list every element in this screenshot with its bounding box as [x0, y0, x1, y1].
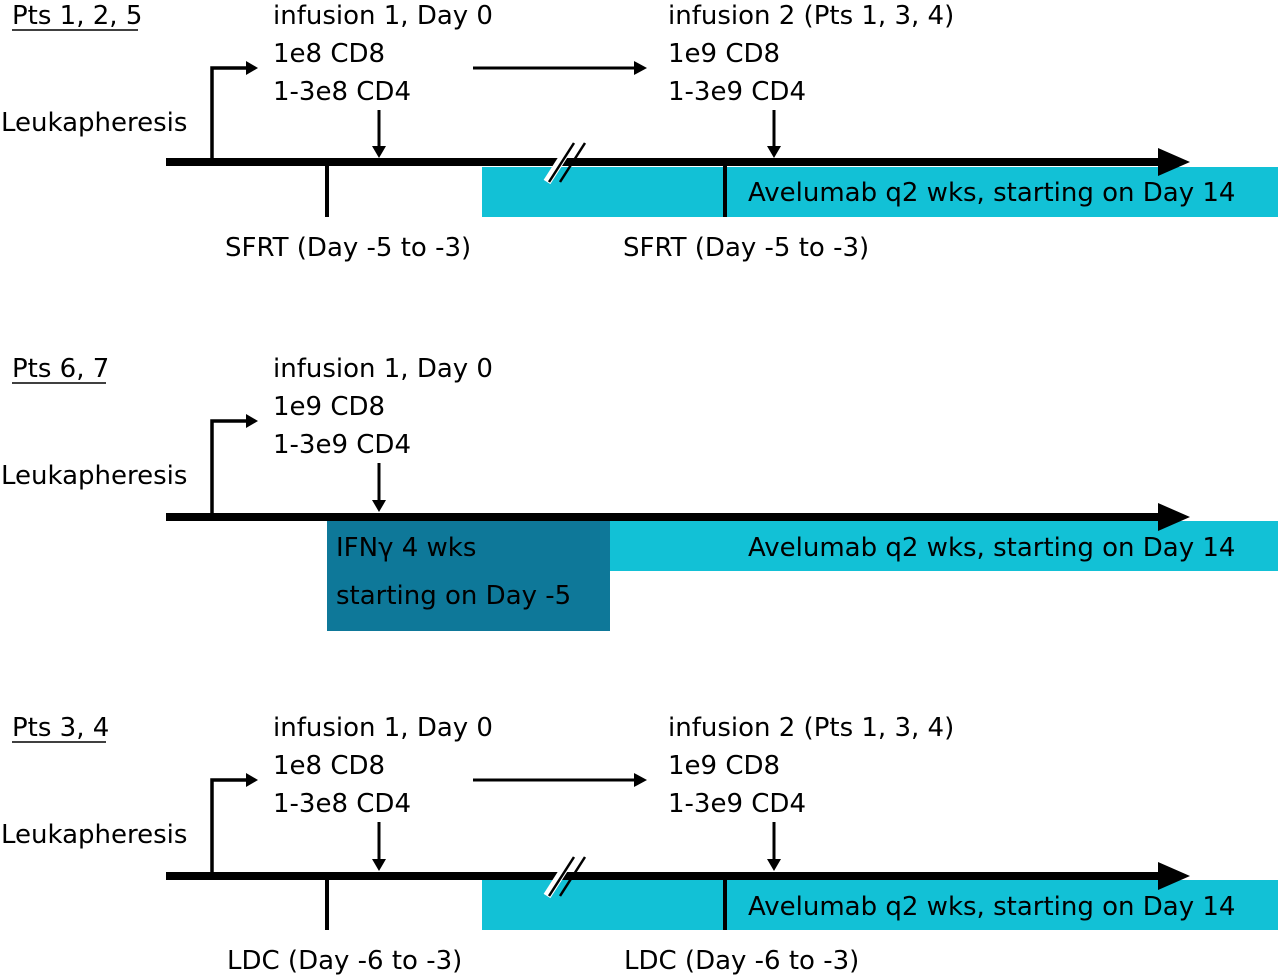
timeline-arrowhead [1158, 148, 1190, 176]
conditioning-1-label: LDC (Day -6 to -3) [227, 946, 462, 976]
infusion-2-cd8-dose: 1e9 CD8 [668, 39, 780, 69]
ifng-label-line-2: starting on Day -5 [336, 581, 571, 611]
avelumab-band [482, 880, 1278, 930]
panel-pts-1-2-5: Pts 1, 2, 5 Leukapheresis infusion 1, Da… [1, 1, 1278, 263]
timeline-arrowhead [1158, 503, 1190, 531]
conditioning-2-label: SFRT (Day -5 to -3) [623, 233, 869, 263]
infusion-2-cd8-dose: 1e9 CD8 [668, 751, 780, 781]
avelumab-label: Avelumab q2 wks, starting on Day 14 [748, 178, 1235, 208]
leukapheresis-arrowhead [246, 773, 258, 787]
infusion-1-cd8-dose: 1e9 CD8 [273, 392, 385, 422]
group-label: Pts 3, 4 [12, 713, 109, 743]
ifng-label-line-1: IFNγ 4 wks [336, 533, 476, 563]
avelumab-band [482, 167, 1278, 217]
leukapheresis-label: Leukapheresis [1, 461, 187, 491]
avelumab-label: Avelumab q2 wks, starting on Day 14 [748, 892, 1235, 922]
infusion-1-arrowhead [372, 859, 386, 871]
leukapheresis-label: Leukapheresis [1, 820, 187, 850]
double-slash-axis-break-icon [543, 140, 587, 185]
infusion-1-title: infusion 1, Day 0 [273, 713, 493, 743]
infusion-2-cd4-dose: 1-3e9 CD4 [668, 77, 806, 107]
panel-pts-3-4: Pts 3, 4 Leukapheresis infusion 1, Day 0… [1, 713, 1278, 976]
infusion-1-cd4-dose: 1-3e9 CD4 [273, 430, 411, 460]
conditioning-1-label: SFRT (Day -5 to -3) [225, 233, 471, 263]
leukapheresis-arrowhead [246, 414, 258, 428]
infusion-2-arrowhead [767, 146, 781, 158]
infusion-1-arrowhead [372, 500, 386, 512]
infusion-1-cd4-dose: 1-3e8 CD4 [273, 77, 411, 107]
double-slash-axis-break-icon [543, 854, 587, 899]
infusion-2-title: infusion 2 (Pts 1, 3, 4) [668, 1, 954, 31]
infusion-1-title: infusion 1, Day 0 [273, 354, 493, 384]
leukapheresis-arrowhead [246, 61, 258, 75]
panel-pts-6-7: Pts 6, 7 Leukapheresis infusion 1, Day 0… [1, 354, 1278, 631]
leukapheresis-arrow [210, 419, 250, 516]
infusion-2-arrowhead [767, 859, 781, 871]
infusion-2-title: infusion 2 (Pts 1, 3, 4) [668, 713, 954, 743]
infusion-interval-arrowhead [634, 61, 647, 75]
infusion-1-cd4-dose: 1-3e8 CD4 [273, 789, 411, 819]
group-label: Pts 1, 2, 5 [12, 1, 142, 31]
timeline-arrowhead [1158, 862, 1190, 890]
leukapheresis-arrow [210, 778, 250, 875]
avelumab-label: Avelumab q2 wks, starting on Day 14 [748, 533, 1235, 563]
infusion-1-title: infusion 1, Day 0 [273, 1, 493, 31]
conditioning-2-label: LDC (Day -6 to -3) [624, 946, 859, 976]
leukapheresis-label: Leukapheresis [1, 108, 187, 138]
infusion-1-arrowhead [372, 146, 386, 158]
infusion-1-cd8-dose: 1e8 CD8 [273, 39, 385, 69]
infusion-2-cd4-dose: 1-3e9 CD4 [668, 789, 806, 819]
group-label: Pts 6, 7 [12, 354, 109, 384]
infusion-1-cd8-dose: 1e8 CD8 [273, 751, 385, 781]
avelumab-band [482, 521, 1278, 571]
ifng-block [327, 521, 610, 631]
leukapheresis-arrow [210, 66, 250, 162]
infusion-interval-arrowhead [634, 773, 647, 787]
